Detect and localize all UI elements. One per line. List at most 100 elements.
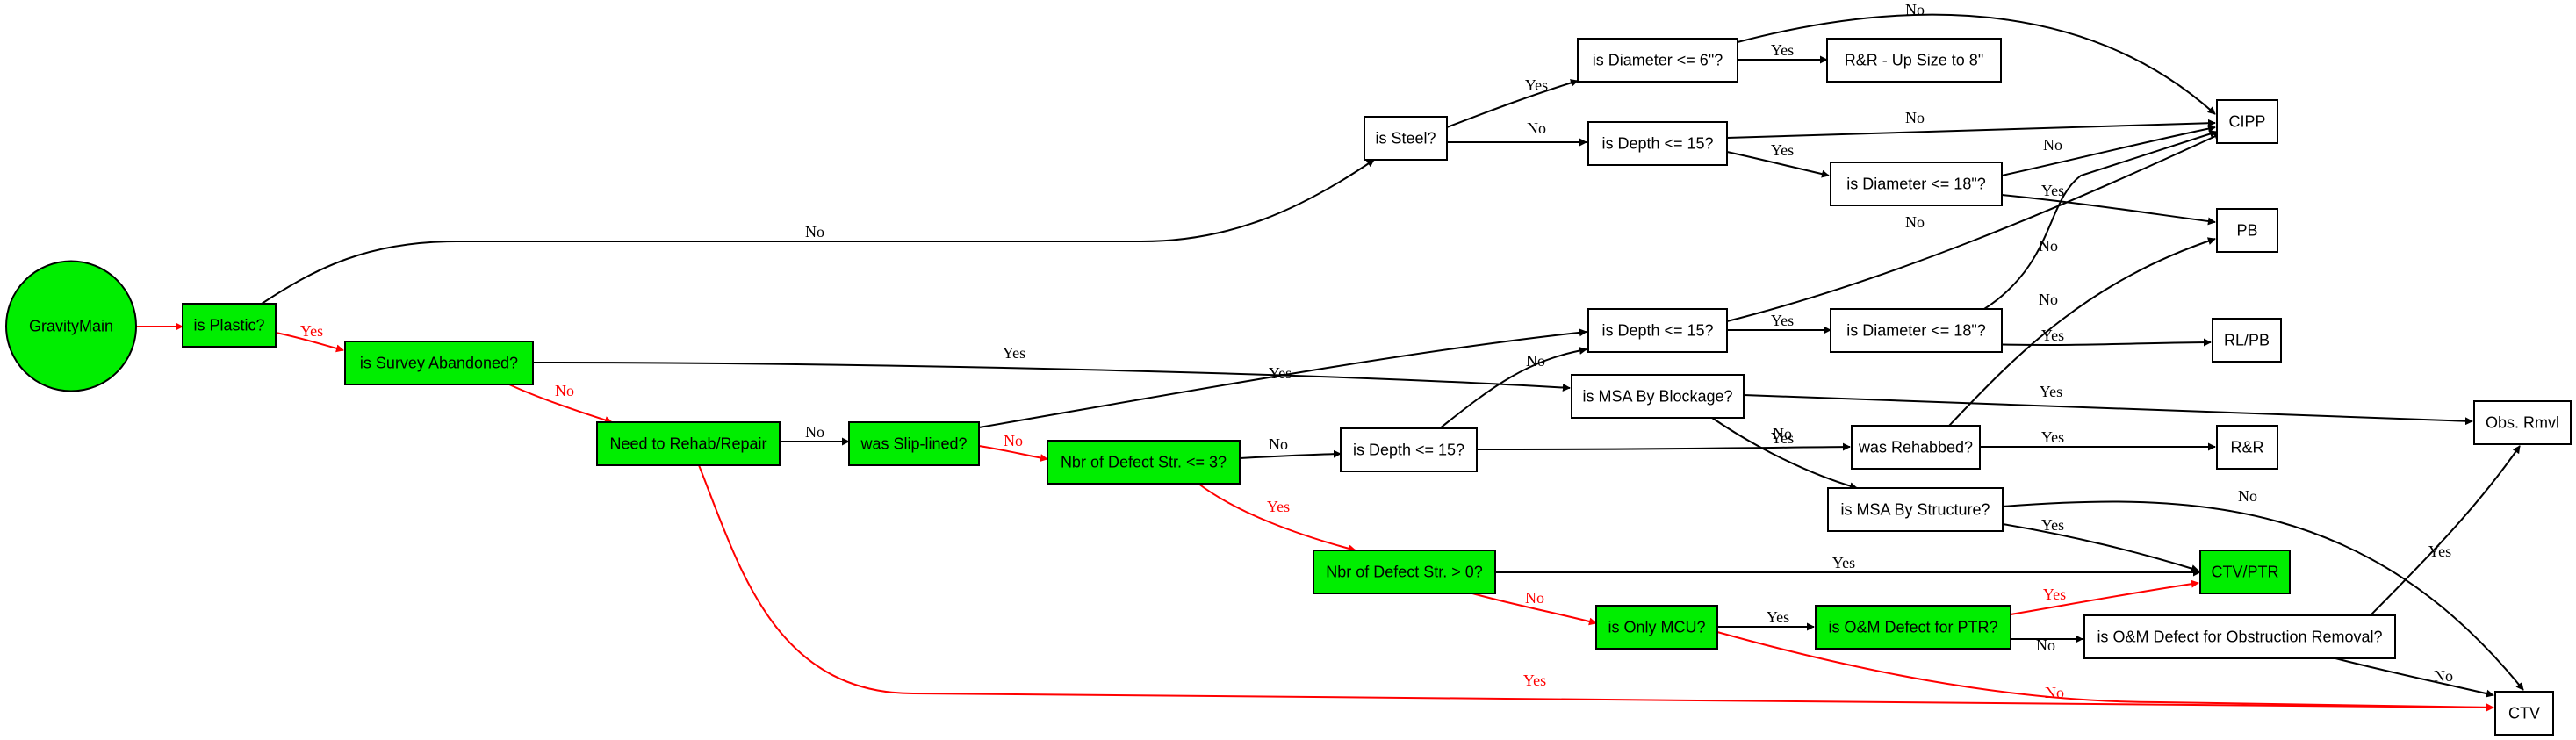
node-is-depth-le15-a: is Depth <= 15?: [1587, 121, 1728, 166]
node-shape-is-diameter-le18-b: [1830, 308, 2003, 353]
node-label-ctv: CTV: [2508, 705, 2540, 722]
edge-label-is-om-defect-ptr-to-is-om-obstruction: No: [2036, 636, 2055, 654]
edge-label-is-depth-le15-b-to-cipp: No: [1905, 213, 1925, 231]
edge-is-plastic-to-is-survey-abandoned: [275, 332, 344, 353]
edge-is-steel-to-is-diameter-le6: [1446, 79, 1579, 128]
node-label-is-msa-blockage: is MSA By Blockage?: [1582, 388, 1732, 406]
node-label-rr: R&R: [2230, 439, 2263, 456]
edge-label-is-msa-structure-to-ctv-ptr: Yes: [2041, 516, 2064, 534]
edge-label-is-depth-le15-c-to-is-depth-le15-b: No: [1526, 352, 1545, 370]
node-shape-is-depth-le15-c: [1340, 427, 1478, 472]
node-is-depth-le15-b: is Depth <= 15?: [1587, 308, 1728, 353]
edge-is-only-mcu-to-is-om-defect-ptr: [1716, 631, 2494, 712]
edge-is-diameter-le18-a-to-pb: [2001, 194, 2216, 226]
node-shape-is-depth-le15-a: [1587, 121, 1728, 166]
edge-is-msa-blockage-to-is-msa-structure: [1711, 417, 1858, 491]
node-shape-obs-rmvl: [2473, 400, 2572, 445]
node-label-ctv-ptr: CTV/PTR: [2211, 564, 2278, 581]
edge-is-om-obstruction-to-obs-rmvl: [2370, 445, 2521, 616]
node-rl-pb: RL/PB: [2212, 318, 2282, 363]
node-shape-ctv: [2494, 691, 2554, 736]
node-shape-nbr-defect-le3: [1047, 440, 1241, 485]
edge-label-is-om-obstruction-to-ctv: No: [2434, 667, 2453, 685]
node-shape-is-om-obstruction: [2083, 614, 2396, 659]
node-was-rehabbed: was Rehabbed?: [1851, 425, 1981, 470]
edge-label-need-to-rehab-repair-to-was-slip-lined: Yes: [1523, 672, 1546, 689]
edge-was-slip-lined-to-is-depth-le15-b: [978, 328, 1587, 428]
edge-label-was-rehabbed-to-rr: Yes: [2041, 428, 2064, 446]
edge-is-survey-abandoned-to-obs-rmvl: [532, 362, 1571, 392]
edge-is-diameter-le18-a-to-cipp: [2001, 125, 2216, 176]
node-shape-rr: [2216, 425, 2278, 470]
node-is-om-obstruction: is O&M Defect for Obstruction Removal?: [2083, 614, 2396, 659]
edge-label-is-diameter-le18-a-to-pb: Yes: [2041, 182, 2064, 199]
node-shape-pb: [2216, 208, 2278, 253]
edge-is-om-defect-ptr-to-ctv-ptr: [2010, 579, 2199, 615]
edge-label-is-msa-blockage-to-is-msa-structure: No: [1773, 425, 1792, 442]
node-gravitymain: GravityMain: [5, 260, 137, 392]
node-label-is-depth-le15-c: is Depth <= 15?: [1353, 442, 1464, 459]
edge-is-diameter-le6-to-cipp: [1737, 13, 2216, 115]
edge-is-msa-structure-to-ctv: [2002, 500, 2524, 691]
edge-label-is-diameter-le18-a-to-cipp: No: [2043, 136, 2062, 154]
node-shape-rr-upsize: [1826, 38, 2002, 83]
node-label-is-depth-le15-a: is Depth <= 15?: [1601, 135, 1713, 153]
node-shape-is-diameter-le6: [1577, 38, 1738, 83]
node-label-is-om-obstruction: is O&M Defect for Obstruction Removal?: [2097, 629, 2382, 646]
edge-label-is-msa-structure-to-ctv: No: [2238, 487, 2257, 505]
node-is-diameter-le18-b: is Diameter <= 18"?: [1830, 308, 2003, 353]
node-label-is-steel: is Steel?: [1375, 130, 1436, 147]
node-label-was-slip-lined: was Slip-lined?: [860, 435, 967, 453]
edge-label-is-diameter-le6-to-rr-upsize: Yes: [1771, 41, 1794, 59]
edge-label-need-to-rehab-repair-to-ctv: No: [805, 423, 824, 441]
edge-is-om-obstruction-to-ctv: [2335, 657, 2494, 698]
edge-is-diameter-le18-b-to-cipp: [1983, 130, 2218, 310]
edge-is-depth-le15-a-to-cipp: [1726, 119, 2216, 139]
node-ctv: CTV: [2494, 691, 2554, 736]
edge-label-was-slip-lined-to-nbr-defect-le3: No: [1004, 432, 1023, 449]
node-label-is-diameter-le6: is Diameter <= 6"?: [1593, 52, 1723, 69]
node-label-was-rehabbed: was Rehabbed?: [1858, 439, 1973, 456]
node-shape-was-slip-lined: [848, 421, 980, 466]
edge-label-is-depth-le15-c-to-was-rehabbed: Yes: [1771, 429, 1794, 447]
edge-is-depth-le15-c-to-is-depth-le15-b: [1439, 347, 1587, 429]
edge-label-is-steel-to-is-diameter-le6: Yes: [1525, 76, 1548, 94]
edge-need-to-rehab-repair-to-was-slip-lined: [698, 464, 2494, 712]
node-rr-upsize: R&R - Up Size to 8": [1826, 38, 2002, 83]
node-is-plastic: is Plastic?: [182, 303, 277, 348]
node-is-om-defect-ptr: is O&M Defect for PTR?: [1815, 605, 2011, 650]
node-label-nbr-defect-le3: Nbr of Defect Str. <= 3?: [1061, 454, 1227, 471]
edge-is-depth-le15-a-to-is-diameter-le18-a: [1726, 151, 1830, 178]
node-label-need-to-rehab-repair: Need to Rehab/Repair: [609, 435, 766, 453]
node-is-only-mcu: is Only MCU?: [1595, 605, 1718, 650]
node-label-is-only-mcu: is Only MCU?: [1608, 619, 1705, 636]
node-label-is-survey-abandoned: is Survey Abandoned?: [360, 355, 518, 372]
node-need-to-rehab-repair: Need to Rehab/Repair: [596, 421, 781, 466]
node-label-is-diameter-le18-a: is Diameter <= 18"?: [1846, 176, 1985, 193]
node-is-depth-le15-c: is Depth <= 15?: [1340, 427, 1478, 472]
node-ctv-ptr: CTV/PTR: [2199, 550, 2291, 594]
node-obs-rmvl: Obs. Rmvl: [2473, 400, 2572, 445]
node-nbr-defect-le3: Nbr of Defect Str. <= 3?: [1047, 440, 1241, 485]
edge-label-is-diameter-le18-b-to-cipp: No: [2039, 237, 2058, 255]
edge-label-is-only-mcu-to-is-om-defect-ptr: No: [2045, 684, 2064, 701]
edge-label-is-only-mcu-to-ctv: Yes: [1767, 608, 1789, 626]
node-is-msa-blockage: is MSA By Blockage?: [1571, 374, 1745, 419]
node-shape-is-plastic: [182, 303, 277, 348]
edge-label-is-plastic-to-is-survey-abandoned: Yes: [300, 322, 323, 340]
edge-label-was-rehabbed-to-pb: No: [2039, 291, 2058, 308]
node-shape-cipp: [2216, 99, 2278, 144]
edge-label-is-msa-blockage-to-obs-rmvl: Yes: [2040, 383, 2062, 400]
edge-label-is-depth-le15-b-to-is-diameter-le18-b: Yes: [1771, 312, 1794, 329]
node-label-pb: PB: [2236, 222, 2257, 240]
edge-label-is-diameter-le6-to-cipp: No: [1905, 1, 1925, 18]
node-label-is-diameter-le18-b: is Diameter <= 18"?: [1846, 322, 1985, 340]
node-shape-ctv-ptr: [2199, 550, 2291, 594]
node-label-rl-pb: RL/PB: [2224, 332, 2270, 349]
nodes-layer: GravityMain is Plastic? is Survey Abandone…: [5, 38, 2572, 736]
node-label-nbr-defect-gt0: Nbr of Defect Str. > 0?: [1326, 564, 1483, 581]
edge-label-is-om-obstruction-to-obs-rmvl: Yes: [2428, 542, 2451, 560]
node-is-survey-abandoned: is Survey Abandoned?: [344, 341, 534, 385]
